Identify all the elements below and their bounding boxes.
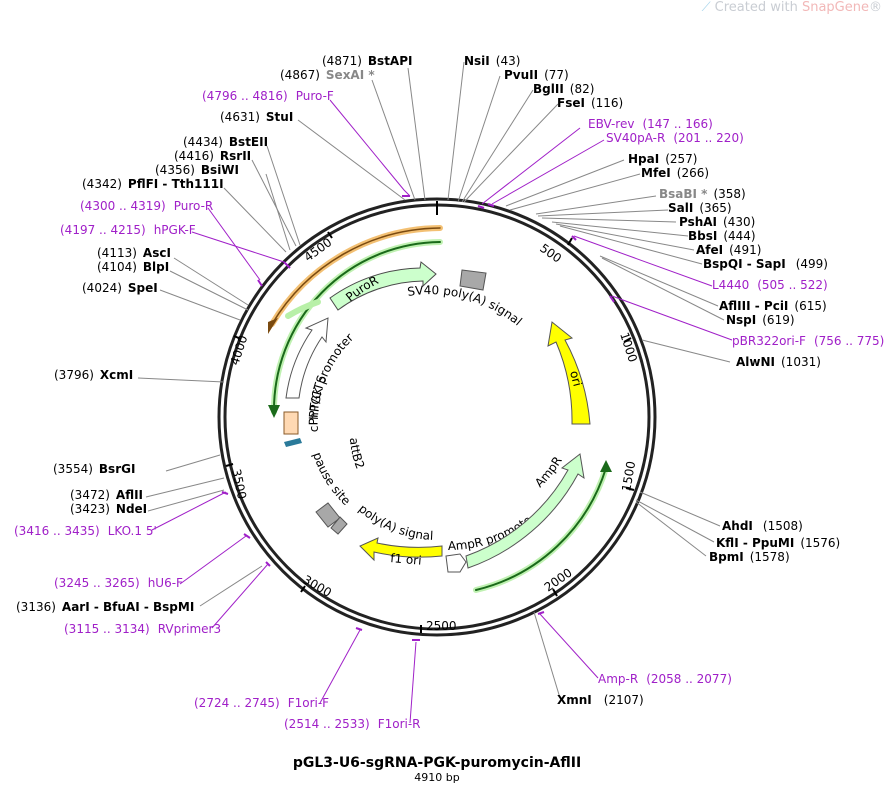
enzyme-label-nspi: NspI(619): [726, 313, 795, 327]
enzyme-label-afliii-pcii: AflIII - PciI(615): [719, 299, 827, 313]
tick-label-2500: 2500: [426, 619, 457, 633]
orf-arrowheads: [268, 318, 612, 472]
primer-label-f1ori-r: (2514 .. 2533)F1ori-R: [284, 717, 421, 731]
feature-pause-site: pause site: [310, 450, 353, 535]
snapgene-watermark: ⟋Created with SnapGene®: [701, 0, 882, 15]
enzyme-label-bsrgi: (3554)BsrGI: [53, 462, 135, 476]
primer-label-hu6-f: (3245 .. 3265)hU6-F: [54, 576, 183, 590]
tick-label-4000: 4000: [228, 334, 251, 367]
tick-label-3000: 3000: [301, 572, 334, 599]
primer-label-amp-r: Amp-R(2058 .. 2077): [598, 672, 732, 686]
label-polya-signal: poly(A) signal: [356, 502, 434, 543]
primer-label-f1ori-f: (2724 .. 2745)F1ori-F: [194, 696, 329, 710]
enzyme-labels-right: NsiI(43) PvuII(77) BglII(82) FseI(116) H…: [464, 54, 840, 707]
enzyme-label-fsei: FseI(116): [557, 96, 623, 110]
primer-label-lko1: (3416 .. 3435)LKO.1 5': [14, 524, 157, 538]
enzyme-label-kfli-ppumi: KflI - PpuMI(1576): [716, 536, 840, 550]
enzyme-label-mfei: MfeI(266): [641, 166, 709, 180]
primer-markers: [221, 195, 615, 641]
enzyme-label-blpi: (4104)BlpI: [97, 260, 169, 274]
enzyme-label-pflfi-tth111i: (4342)PflFI - Tth111I: [82, 177, 224, 191]
enzyme-label-sali: SalI(365): [668, 201, 732, 215]
enzyme-label-asci: (4113)AscI: [97, 246, 171, 260]
enzyme-label-hpai: HpaI(257): [628, 152, 697, 166]
primer-label-puro-f: (4796 .. 4816)Puro-F: [202, 89, 334, 103]
enzyme-label-xcmi: (3796)XcmI: [54, 368, 133, 382]
enzyme-label-alwni: AlwNI(1031): [736, 355, 821, 369]
primer-label-pbr322ori-f: pBR322ori-F(756 .. 775): [732, 334, 884, 348]
label-pause-site: pause site: [310, 450, 353, 508]
plasmid-length: 4910 bp: [414, 771, 459, 784]
tick-label-3500: 3500: [229, 468, 249, 501]
enzyme-label-bstapi: (4871)BstAPI: [322, 54, 412, 68]
tick-marks: [225, 231, 635, 633]
enzyme-label-bglii: BglII(82): [533, 82, 594, 96]
enzyme-label-pvuii: PvuII(77): [504, 68, 569, 82]
primer-label-rvprimer3: (3115 .. 3134)RVprimer3: [64, 622, 221, 636]
enzyme-labels: (4871)BstAPI (4867)SexAI * (4631)StuI (4…: [16, 54, 412, 614]
orf-arcs: [269, 225, 609, 593]
primer-label-puro-r: (4300 .. 4319)Puro-R: [80, 199, 213, 213]
primer-labels: (4796 .. 4816)Puro-F (4300 .. 4319)Puro-…: [14, 89, 884, 731]
enzyme-label-pshai: PshAI(430): [679, 215, 755, 229]
enzyme-label-aari-bfuai-bspmi: (3136)AarI - BfuAI - BspMI: [16, 600, 194, 614]
primer-leader-lines: [151, 99, 733, 724]
enzyme-label-spei: (4024)SpeI: [82, 281, 158, 295]
enzyme-label-sexai: (4867)SexAI *: [280, 68, 375, 82]
backbone-ring: [217, 197, 657, 637]
primer-label-hpgk-f: (4197 .. 4215)hPGK-F: [60, 223, 196, 237]
enzyme-label-bsabi: BsaBI *(358): [659, 187, 746, 201]
enzyme-label-bsiwi: (4356)BsiWI: [155, 163, 239, 177]
feature-ori: ori: [547, 321, 591, 425]
snapgene-logo-icon: ⟋: [701, 0, 711, 15]
primer-label-sv40pa-r: SV40pA-R(201 .. 220): [606, 131, 744, 145]
enzyme-label-ahdi: AhdI(1508): [722, 519, 803, 533]
enzyme-label-aflii: (3472)AflII: [70, 488, 143, 502]
enzyme-label-ndei: (3423)NdeI: [70, 502, 147, 516]
tick-label-1500: 1500: [619, 460, 638, 493]
label-sv40-polya: SV40 poly(A) signal: [406, 283, 524, 328]
primer-label-l4440: L4440(505 .. 522): [712, 278, 828, 292]
enzyme-label-bpmi: BpmI(1578): [709, 550, 790, 564]
enzyme-label-bsteii: (4434)BstEII: [183, 135, 268, 149]
enzyme-label-rsrii: (4416)RsrII: [174, 149, 251, 163]
plasmid-name: pGL3-U6-sgRNA-PGK-puromycin-AflII: [293, 755, 581, 771]
enzyme-label-nsii: NsiI(43): [464, 54, 520, 68]
enzyme-label-bbsi: BbsI(444): [688, 229, 756, 243]
enzyme-label-afei: AfeI(491): [696, 243, 761, 257]
label-ori: ori: [567, 369, 585, 388]
label-f1-ori: f1 ori: [390, 551, 422, 568]
feature-f1-ori: f1 ori: [359, 537, 443, 568]
feature-ampr: AmpR: [465, 453, 585, 569]
tick-label-1000: 1000: [617, 331, 640, 364]
label-attb2: attB2: [347, 437, 367, 471]
enzyme-label-stui: (4631)StuI: [220, 110, 293, 124]
primer-label-ebv-rev: EBV-rev(147 .. 166): [588, 117, 713, 131]
enzyme-leader-lines: [137, 61, 731, 699]
enzyme-label-bspqi-sapi: BspQI - SapI(499): [703, 257, 828, 271]
enzyme-label-xmni: XmnI(2107): [557, 693, 644, 707]
